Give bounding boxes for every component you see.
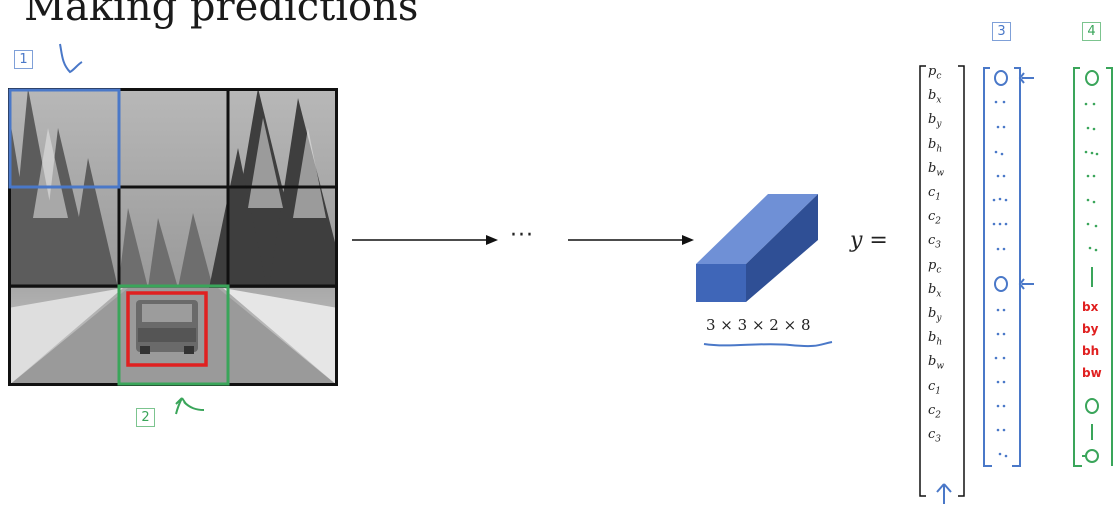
vector-entry: bh [928, 330, 943, 348]
hand-arrow-1-icon [59, 43, 83, 74]
vector-entry: bx [928, 282, 942, 300]
handwritten-bx: bx [1082, 300, 1099, 314]
snow-road-grid-image [8, 88, 338, 386]
underline-squiggle [703, 341, 833, 348]
output-shape-label: 3 × 3 × 2 × 8 [706, 316, 811, 334]
vector-entry: bw [928, 161, 945, 179]
vector-entry: bw [928, 354, 945, 372]
column-label-3: 3 [992, 22, 1011, 41]
hand-up-arrow-icon [936, 483, 952, 504]
cell-label-2: 2 [136, 408, 155, 427]
handwritten-box-values: bx by bh bw [1082, 296, 1115, 384]
vector-entry: c1 [928, 185, 942, 203]
hand-arrow-2-icon [175, 397, 205, 415]
vector-entry: c3 [928, 233, 942, 251]
handwritten-by: by [1082, 322, 1099, 336]
arrow-right-icon [352, 235, 498, 245]
page-title: Making predictions [24, 0, 419, 30]
arrow-right-icon [568, 235, 694, 245]
vector-entry: c1 [928, 379, 942, 397]
y-equals-label: y = [850, 228, 888, 253]
vector-entry: bh [928, 137, 943, 155]
handwritten-bw: bw [1082, 366, 1102, 380]
vector-entry: by [928, 306, 942, 324]
vector-entry: pc [928, 258, 942, 276]
vector-entry: c3 [928, 427, 942, 445]
handwritten-bh: bh [1082, 344, 1100, 358]
handwritten-vector-4 [1073, 67, 1113, 467]
column-label-4: 4 [1082, 22, 1101, 41]
output-volume-block [696, 194, 818, 302]
vector-entry: c2 [928, 403, 942, 421]
cell-label-1: 1 [14, 50, 33, 69]
vector-entry: by [928, 112, 942, 130]
vector-entry: c2 [928, 209, 942, 227]
ellipsis: ··· [510, 223, 534, 248]
handwritten-vector-3 [983, 67, 1034, 467]
y-vector-bracket [919, 65, 965, 497]
vector-entry: bx [928, 88, 942, 106]
vector-entry: pc [928, 64, 942, 82]
